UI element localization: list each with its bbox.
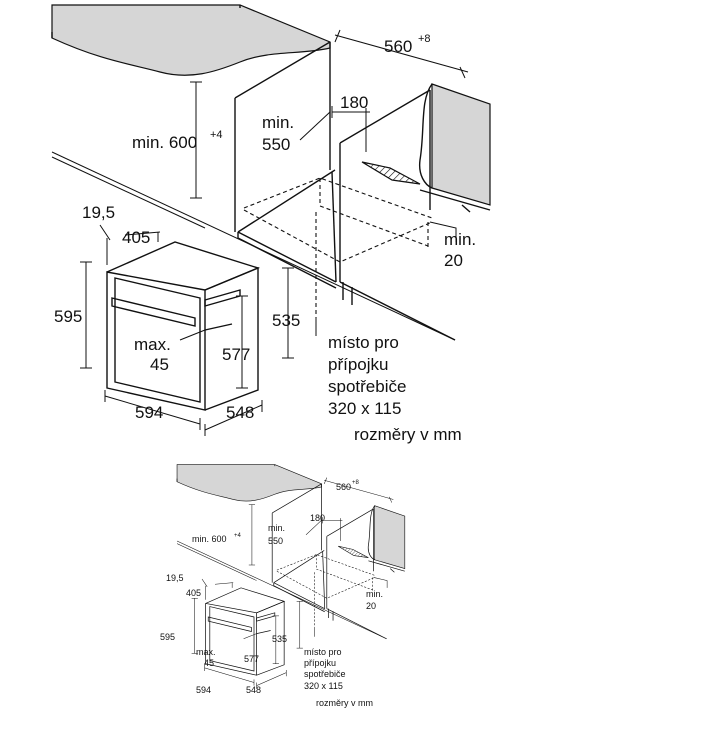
top-dim-gap-label: min. bbox=[444, 230, 476, 249]
top-note-line3: spotřebiče bbox=[328, 377, 406, 396]
top-dim-right-height: 535 bbox=[272, 311, 300, 330]
top-dim-height-min: min. 600 bbox=[132, 133, 197, 152]
bottom-dim-inner-height: 577 bbox=[244, 654, 259, 664]
bottom-dim-width: 560 bbox=[336, 482, 351, 492]
bottom-dim-height-min: min. 600 bbox=[192, 534, 227, 544]
top-dim-gap-value: 20 bbox=[444, 251, 463, 270]
bottom-dim-width-front: 594 bbox=[196, 685, 211, 695]
bottom-dim-gap-label: min. bbox=[366, 589, 383, 599]
bottom-dim-height: 595 bbox=[160, 632, 175, 642]
top-dim-width: 560 bbox=[384, 37, 412, 56]
bottom-panel-labels: 560 +8 min. 600 +4 min. 550 180 min. 20 … bbox=[160, 480, 383, 708]
top-dim-width-sup: +8 bbox=[418, 33, 431, 45]
bottom-dim-right-height: 535 bbox=[272, 634, 287, 644]
top-note-line2: přípojku bbox=[328, 355, 388, 374]
top-panel: 560 +8 min. 600 +4 min. 550 180 min. 20 … bbox=[51, 4, 491, 444]
top-dim-inner-width: 405 bbox=[122, 228, 150, 247]
bottom-dim-depth-min-label: min. bbox=[268, 523, 285, 533]
top-dim-inner-height: 577 bbox=[222, 345, 250, 364]
bottom-note-line3: spotřebiče bbox=[304, 669, 346, 679]
bottom-note-line2: přípojku bbox=[304, 658, 336, 668]
bottom-dim-width-sup: +8 bbox=[352, 480, 360, 486]
bottom-dim-max-label: max. bbox=[196, 647, 216, 657]
top-note-line1: místo pro bbox=[328, 333, 399, 352]
top-dim-width-front: 594 bbox=[135, 403, 163, 422]
top-dim-height: 595 bbox=[54, 307, 82, 326]
bottom-dim-depth-min-value: 550 bbox=[268, 536, 283, 546]
top-note-line4: 320 x 115 bbox=[328, 399, 401, 418]
top-units-note: rozměry v mm bbox=[354, 425, 462, 444]
top-dim-depth-min-label: min. bbox=[262, 113, 294, 132]
top-dim-vent: 180 bbox=[340, 93, 368, 112]
bottom-dim-depth: 548 bbox=[246, 685, 261, 695]
bottom-dim-max-value: 45 bbox=[204, 658, 214, 668]
bottom-dim-inner-width: 405 bbox=[186, 588, 201, 598]
bottom-dim-gap-value: 20 bbox=[366, 601, 376, 611]
top-panel-drawing bbox=[51, 4, 491, 437]
bottom-note-line1: místo pro bbox=[304, 647, 342, 657]
bottom-dim-vent: 180 bbox=[310, 513, 325, 523]
top-dim-max-label: max. bbox=[134, 335, 171, 354]
top-dim-max-value: 45 bbox=[150, 355, 169, 374]
bottom-dim-height-min-sup: +4 bbox=[234, 533, 242, 539]
top-dim-height-min-sup: +4 bbox=[210, 129, 223, 141]
top-dim-depth-min-value: 550 bbox=[262, 135, 290, 154]
top-dim-side: 19,5 bbox=[82, 203, 115, 222]
bottom-units-note: rozměry v mm bbox=[316, 698, 373, 708]
top-dim-depth: 548 bbox=[226, 403, 254, 422]
bottom-dim-side: 19,5 bbox=[166, 573, 184, 583]
bottom-note-line4: 320 x 115 bbox=[304, 681, 343, 691]
